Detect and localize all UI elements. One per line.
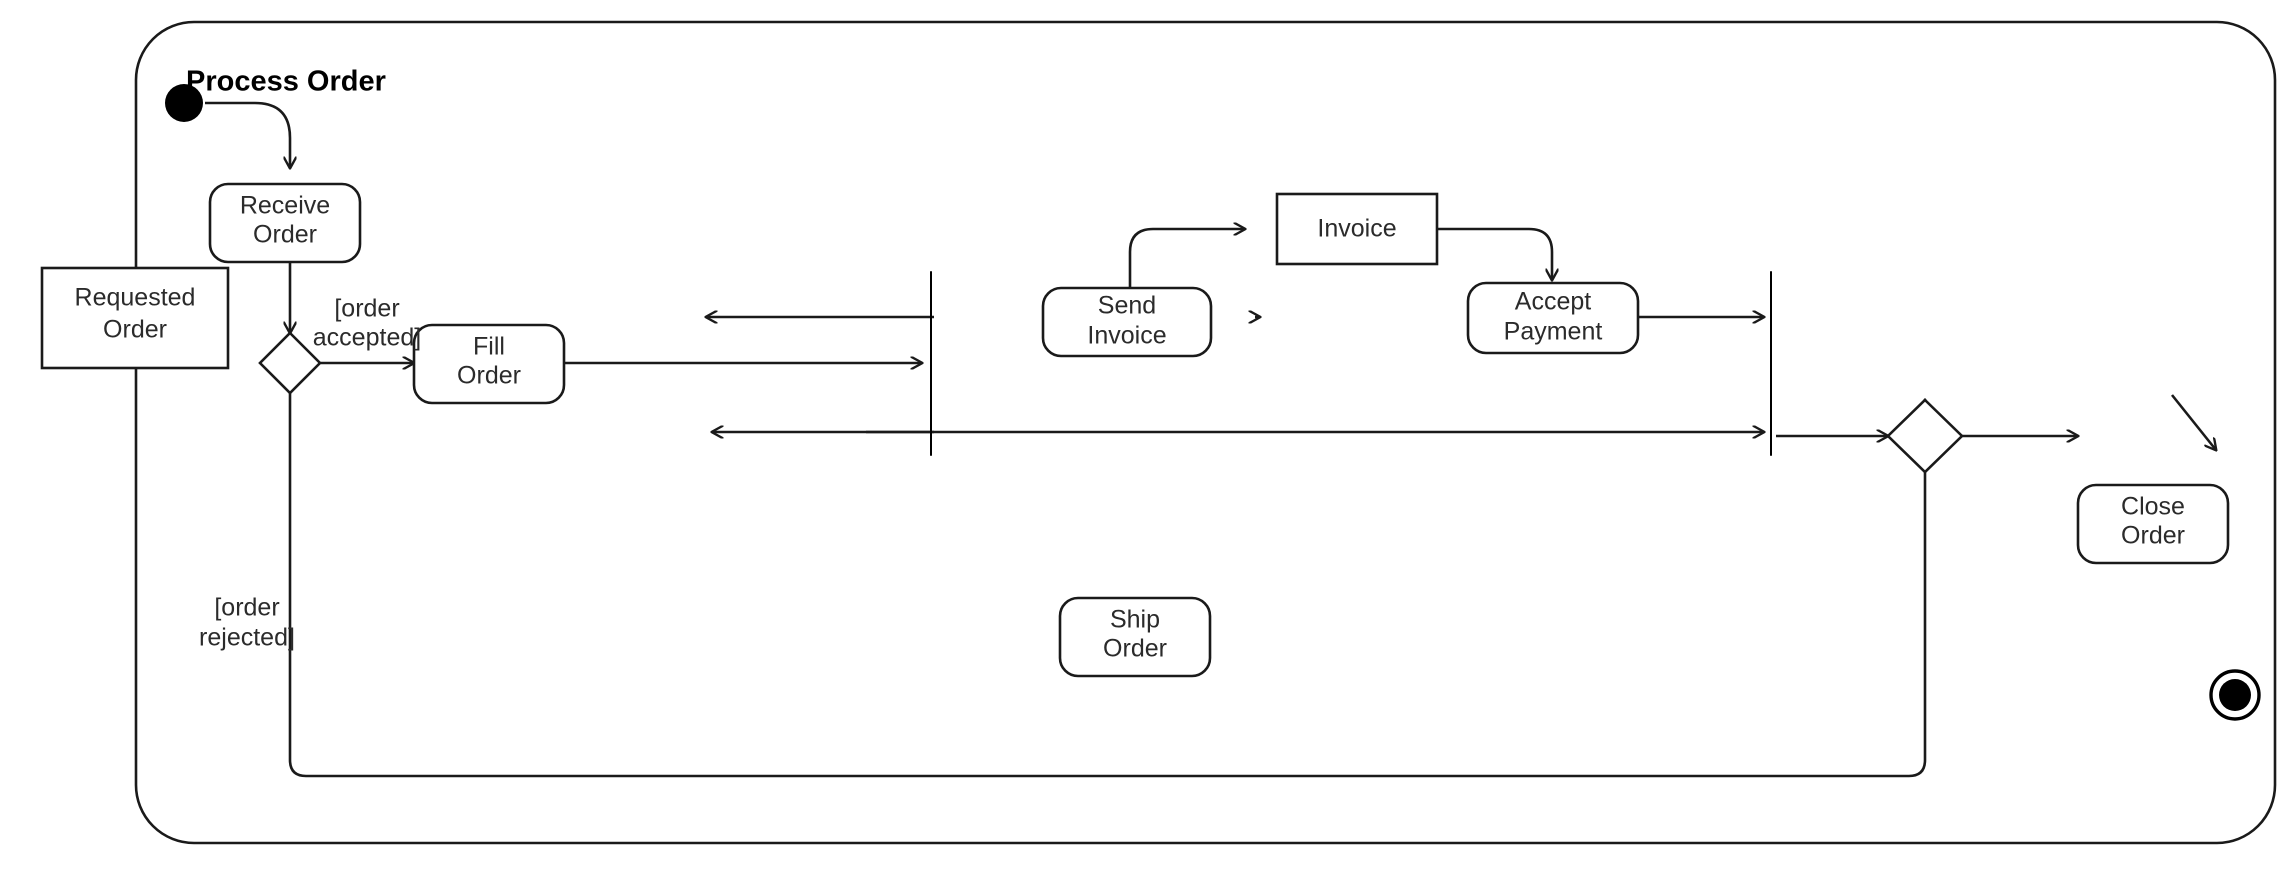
node-invoice-object[interactable]	[1275, 192, 1439, 266]
node-requested-order[interactable]	[40, 266, 230, 370]
activity-final-node-dot[interactable]	[2219, 679, 2251, 711]
node-receive-order[interactable]	[208, 182, 362, 264]
activity-final-node-ring	[2209, 669, 2261, 721]
activity-frame-title: Process Order	[186, 66, 386, 98]
node-requested-order-label-line1: Requested	[75, 284, 196, 312]
node-receive-order-label-line1: Receive	[240, 192, 330, 220]
node-send-invoice[interactable]	[1041, 286, 1213, 358]
node-close-order-label-line2: Order	[2121, 522, 2185, 550]
node-fill-order-label-line2: Order	[457, 362, 521, 390]
node-send-invoice-label-line1: Send	[1098, 292, 1156, 320]
node-requested-order-label-line2: Order	[103, 316, 167, 344]
edge-invoice-to-accept-payment	[1437, 227, 1552, 280]
edge-send-invoice-to-invoice	[1128, 229, 1245, 288]
node-fill-order[interactable]	[412, 323, 566, 405]
node-close-order-label-line1: Close	[2121, 493, 2185, 521]
edge-initial-to-receive-order	[205, 101, 290, 168]
activity-frame	[134, 20, 2277, 845]
guard-order-rejected-line1: [order	[214, 594, 279, 622]
node-receive-order-label-line2: Order	[253, 221, 317, 249]
node-accept-payment-label-line1: Accept	[1515, 288, 1591, 316]
node-ship-order[interactable]	[1058, 596, 1212, 678]
edge-decision-to-merge-rejected	[288, 393, 1925, 778]
merge-node[interactable]	[1886, 398, 1964, 474]
node-accept-payment-label-line2: Payment	[1504, 318, 1603, 346]
guard-order-rejected-line2: rejected]	[199, 624, 295, 652]
node-close-order[interactable]	[2076, 483, 2230, 565]
node-invoice-object-label: Invoice	[1317, 215, 1396, 243]
node-fill-order-label-line1: Fill	[473, 333, 505, 361]
node-accept-payment[interactable]	[1466, 281, 1640, 355]
node-ship-order-label-line2: Order	[1103, 635, 1167, 663]
guard-order-accepted-line1: [order	[334, 295, 399, 323]
guard-order-accepted-line2: accepted]	[313, 324, 421, 352]
edge-close-order-to-final	[2170, 394, 2216, 450]
node-send-invoice-label-line2: Invoice	[1087, 322, 1166, 350]
decision-node[interactable]	[258, 331, 322, 395]
node-ship-order-label-line1: Ship	[1110, 606, 1160, 634]
initial-node[interactable]	[165, 84, 203, 122]
